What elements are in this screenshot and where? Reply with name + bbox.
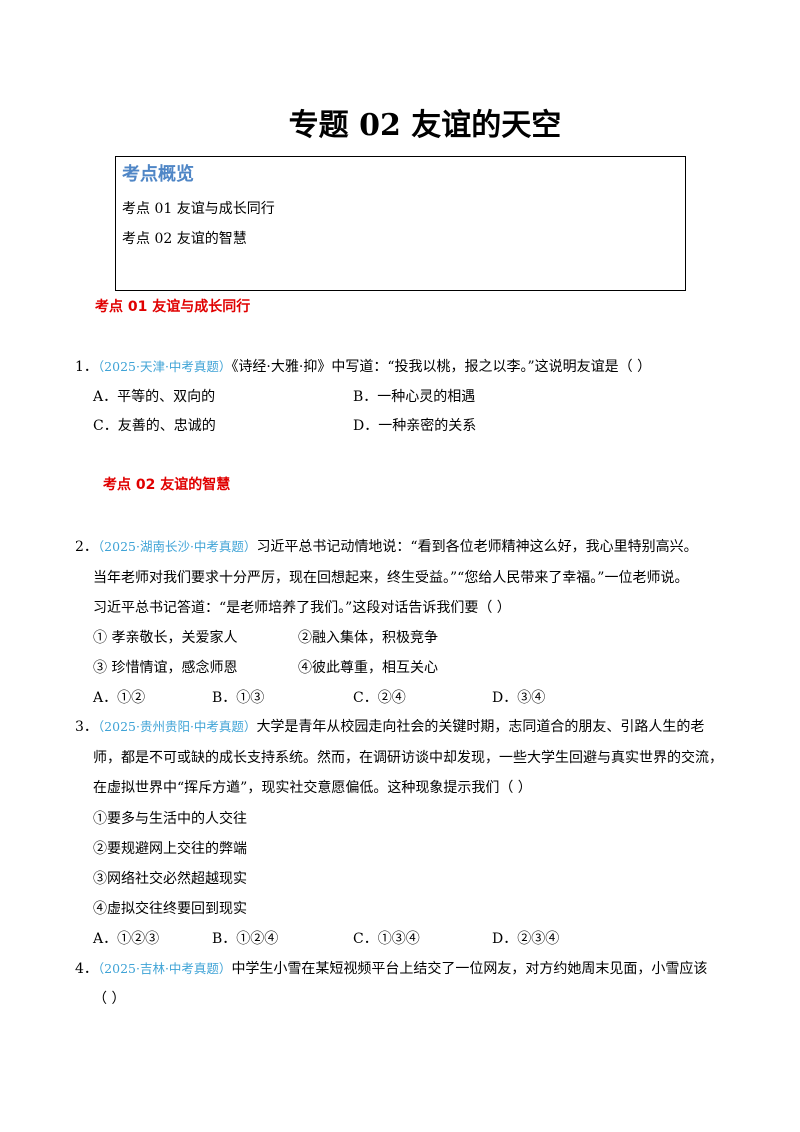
option-a: A．①②③ xyxy=(93,931,160,947)
section-heading-2: 考点 02 友谊的智慧 xyxy=(103,477,231,493)
question-text: 习近平总书记动情地说：“看到各位老师精神这么好，我心里特别高兴。 xyxy=(256,539,698,555)
question-text-line: 当年老师对我们要求十分严厉，现在回想起来，终生受益。”“您给人民带来了幸福。”一… xyxy=(93,570,689,586)
statement-1: ①要多与生活中的人交往 xyxy=(93,811,247,827)
question-text-line: 师，都是不可或缺的成长支持系统。然而，在调研访谈中却发现，一些大学生回避与真实世… xyxy=(93,750,723,766)
question-text: 中学生小雪在某短视频平台上结交了一位网友，对方约她周末见面，小雪应该 xyxy=(231,961,708,977)
question-source: （2025·天津·中考真题） xyxy=(97,359,232,374)
option-b: B．一种心灵的相遇 xyxy=(353,389,476,405)
option-a: A．平等的、双向的 xyxy=(93,389,216,405)
option-c: C．友善的、忠诚的 xyxy=(93,418,216,434)
option-d: D．③④ xyxy=(492,690,546,706)
question-number: 1． xyxy=(75,359,98,375)
question-source: （2025·吉林·中考真题） xyxy=(97,961,232,976)
section-heading-1: 考点 01 友谊与成长同行 xyxy=(95,299,251,315)
statement-3: ③网络社交必然超越现实 xyxy=(93,871,247,887)
question-number: 4． xyxy=(75,961,98,977)
page-title: 专题 02 友谊的天空 xyxy=(288,108,562,143)
option-d: D．②③④ xyxy=(492,931,560,947)
question-2: 2．（2025·湖南长沙·中考真题）习近平总书记动情地说：“看到各位老师精神这么… xyxy=(75,536,698,556)
option-c: C．①③④ xyxy=(353,931,420,947)
statement-4: ④虚拟交往终要回到现实 xyxy=(93,901,247,917)
question-4: 4．（2025·吉林·中考真题）中学生小雪在某短视频平台上结交了一位网友，对方约… xyxy=(75,958,707,978)
question-text: 大学是青年从校园走向社会的关键时期，志同道合的朋友、引路人生的老 xyxy=(256,719,705,735)
overview-heading: 考点概览 xyxy=(122,164,194,185)
statement-4: ④彼此尊重，相互关心 xyxy=(298,660,438,676)
option-a: A．①② xyxy=(93,690,146,706)
question-number: 3． xyxy=(75,719,98,735)
option-c: C．②④ xyxy=(353,690,406,706)
overview-box xyxy=(115,156,686,291)
overview-item-1: 考点 01 友谊与成长同行 xyxy=(122,201,275,217)
question-text-line: 在虚拟世界中“挥斥方遒”，现实社交意愿偏低。这种现象提示我们（ ） xyxy=(93,780,532,796)
option-b: B．①③ xyxy=(212,690,265,706)
question-1: 1．（2025·天津·中考真题）《诗经·大雅·抑》中写道：“投我以桃，报之以李。… xyxy=(75,356,651,376)
overview-item-2: 考点 02 友谊的智慧 xyxy=(122,231,247,247)
statement-2: ②融入集体，积极竞争 xyxy=(298,630,438,646)
question-source: （2025·湖南长沙·中考真题） xyxy=(97,539,257,554)
question-text: 《诗经·大雅·抑》中写道：“投我以桃，报之以李。”这说明友谊是（ ） xyxy=(231,359,652,375)
option-d: D．一种亲密的关系 xyxy=(353,418,477,434)
question-number: 2． xyxy=(75,539,98,555)
statement-1: ① 孝亲敬长，关爱家人 xyxy=(93,630,238,646)
question-source: （2025·贵州贵阳·中考真题） xyxy=(97,719,257,734)
question-text-line: （ ） xyxy=(93,991,126,1007)
statement-2: ②要规避网上交往的弊端 xyxy=(93,841,247,857)
statement-3: ③ 珍惜情谊，感念师恩 xyxy=(93,660,238,676)
question-3: 3．（2025·贵州贵阳·中考真题）大学是青年从校园走向社会的关键时期，志同道合… xyxy=(75,716,704,736)
question-text-line: 习近平总书记答道：“是老师培养了我们。”这段对话告诉我们要（ ） xyxy=(93,600,511,616)
option-b: B．①②④ xyxy=(212,931,279,947)
